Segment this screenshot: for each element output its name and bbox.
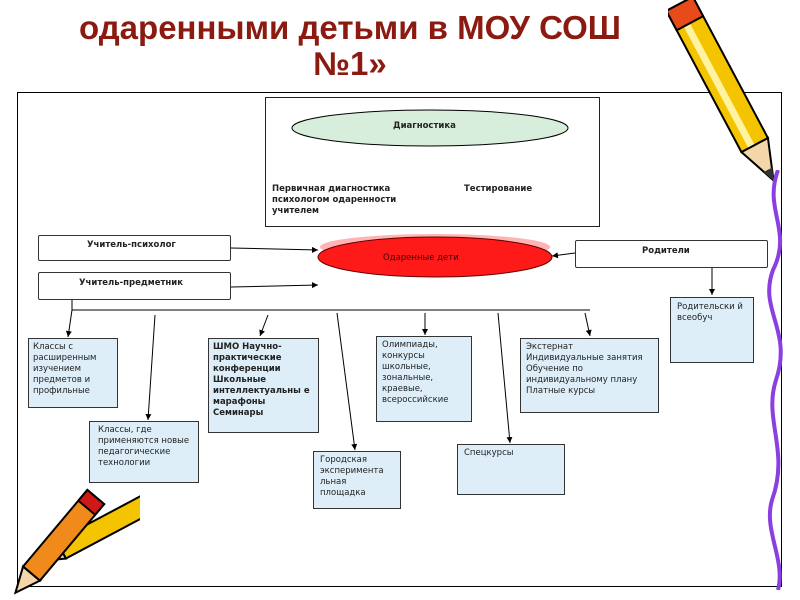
special-courses-label: Спецкурсы (464, 448, 514, 458)
new-tech-classes-box: Классы, где применяются новые педагогиче… (89, 421, 199, 483)
city-platform-box: Городская эксперимента льная площадка (313, 451, 401, 509)
diagnostics-primary-label: Первичная диагностика психологом одаренн… (272, 184, 397, 216)
parent-education-label: Родительски й всеобуч (677, 302, 743, 323)
diagnostics-label: Диагностика (393, 121, 456, 131)
subject-teacher-box: Учитель-предметник (38, 272, 231, 300)
shmo-box: ШМО Научно-практические конференции Школ… (208, 338, 319, 433)
new-tech-classes-label: Классы, где применяются новые педагогиче… (98, 425, 190, 468)
advanced-classes-box: Классы с расширенным изучением предметов… (28, 338, 118, 408)
olympiads-label: Олимпиады, конкурсы школьные, зональные,… (382, 340, 449, 405)
psychologist-label: Учитель-психолог (87, 240, 176, 250)
shmo-label: ШМО Научно-практические конференции Школ… (213, 342, 310, 418)
external-label: Экстернат Индивидуальные занятия Обучени… (526, 342, 643, 396)
pencil-top-right-icon (668, 0, 775, 183)
parent-education-box: Родительски й всеобуч (670, 297, 754, 363)
advanced-classes-label: Классы с расширенным изучением предметов… (33, 342, 97, 396)
special-courses-box: Спецкурсы (457, 444, 565, 495)
parents-label: Родители (642, 246, 690, 256)
squiggle-line-icon (767, 170, 783, 590)
external-box: Экстернат Индивидуальные занятия Обучени… (520, 338, 659, 413)
parents-box: Родители (575, 240, 768, 268)
city-platform-label: Городская эксперимента льная площадка (320, 455, 384, 498)
title-line-1: одаренными детьми в МОУ СОШ (79, 9, 621, 46)
title-line-2: №1» (313, 45, 387, 82)
center-label: Одаренные дети (383, 253, 459, 263)
pencils-bottom-left-icon (13, 487, 140, 595)
subject-teacher-label: Учитель-предметник (79, 278, 183, 288)
olympiads-box: Олимпиады, конкурсы школьные, зональные,… (376, 336, 472, 422)
psychologist-box: Учитель-психолог (38, 235, 231, 261)
diagnostics-testing-label: Тестирование (464, 184, 533, 194)
